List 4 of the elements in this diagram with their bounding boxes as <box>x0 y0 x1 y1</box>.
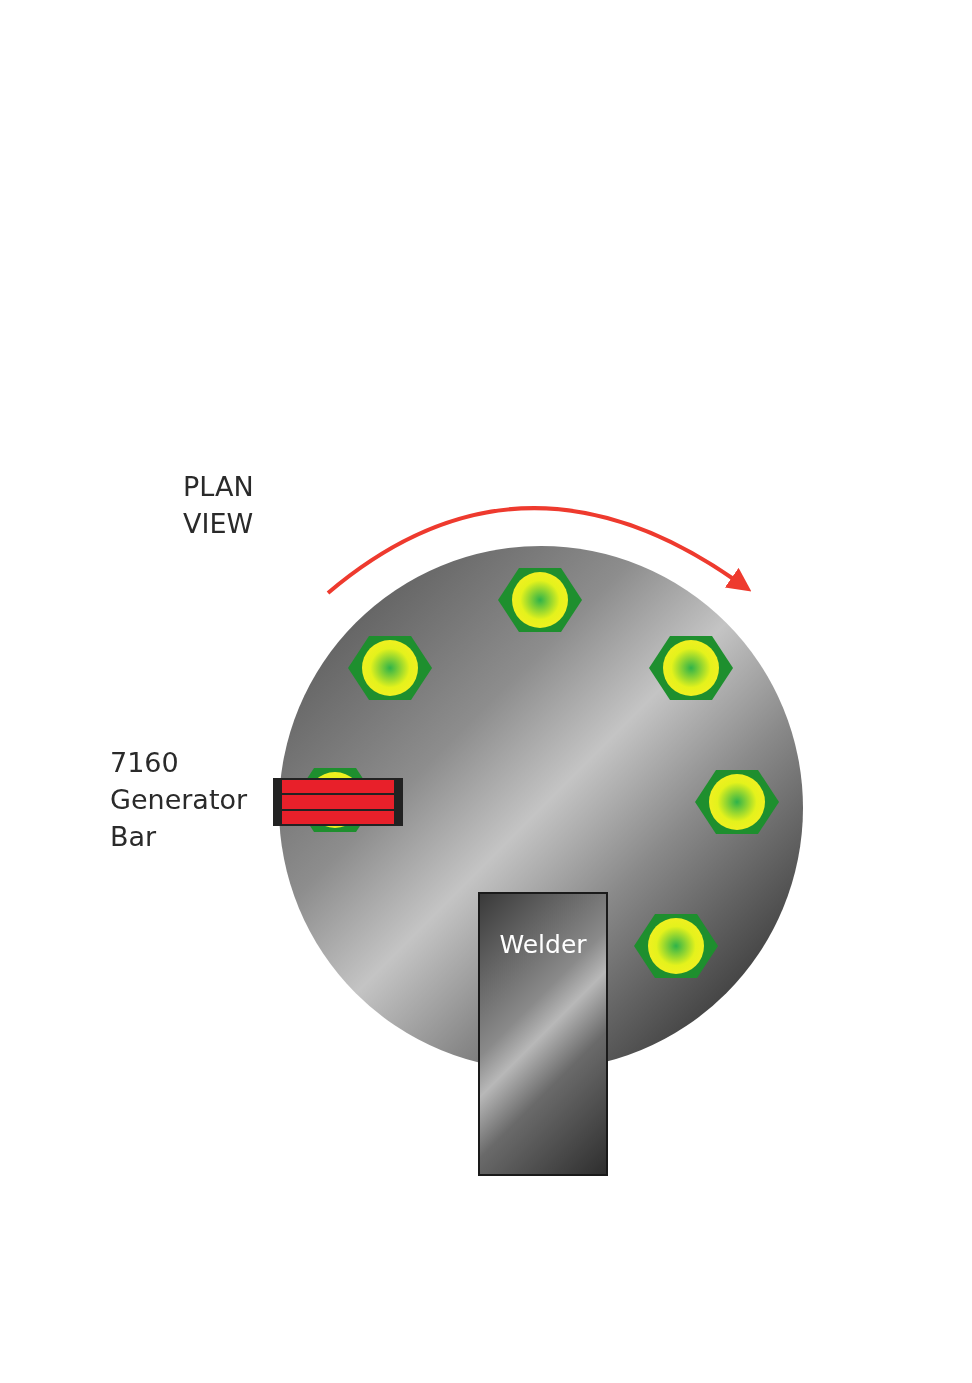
welder-block <box>478 892 608 1176</box>
text-label: 7160 Generator Bar <box>110 746 249 854</box>
welder-label: Welder <box>498 930 588 959</box>
text-label: PLAN VIEW <box>183 470 255 541</box>
